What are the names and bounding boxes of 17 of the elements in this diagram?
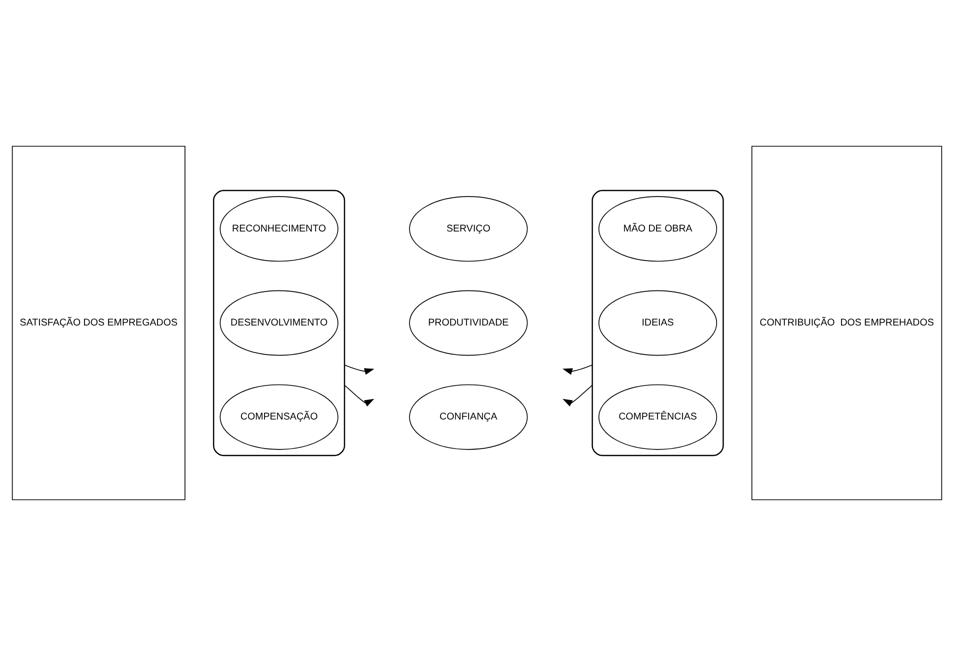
arrow — [344, 384, 374, 406]
node-box: SATISFAÇÃO DOS EMPREGADOS — [12, 146, 186, 500]
arrow — [344, 364, 374, 375]
node-ellipse: PRODUTIVIDADE — [409, 290, 528, 356]
node-ellipse: RECONHECIMENTO — [220, 196, 338, 262]
node-ellipse: SERVIÇO — [409, 196, 528, 262]
node-ellipse: MÃO DE OBRA — [598, 196, 718, 262]
cluster — [592, 190, 724, 456]
node-ellipse: COMPETÊNCIAS — [598, 384, 718, 450]
node-ellipse: CONFIANÇA — [409, 384, 528, 450]
arrow — [562, 364, 593, 375]
arrow — [562, 384, 593, 406]
node-ellipse: IDEIAS — [598, 290, 718, 356]
node-ellipse: DESENVOLVIMENTO — [220, 290, 338, 356]
cluster — [212, 190, 346, 456]
node-ellipse: COMPENSAÇÃO — [220, 384, 338, 450]
node-box: CONTRIBUIÇÃO DOS EMPREHADOS — [751, 146, 942, 500]
